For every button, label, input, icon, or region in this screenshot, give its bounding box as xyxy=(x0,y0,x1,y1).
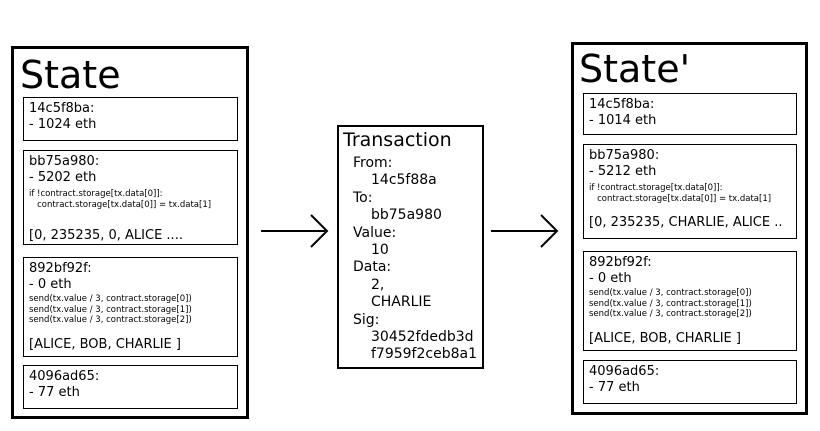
account-box: 14c5f8ba: - 1024 eth xyxy=(23,97,238,141)
transaction-field-label: Sig: xyxy=(353,311,380,328)
account-address: 4096ad65: xyxy=(589,364,660,379)
transaction-field-value: CHARLIE xyxy=(371,294,432,311)
contract-code-line: send(tx.value / 3, contract.storage[2]) xyxy=(589,309,752,319)
contract-account-box: bb75a980: - 5202 eth if !contract.storag… xyxy=(23,150,238,245)
account-address: bb75a980: xyxy=(589,148,660,163)
contract-storage: [ALICE, BOB, CHARLIE ] xyxy=(29,337,181,352)
state-title: State' xyxy=(579,47,691,91)
state-title: State xyxy=(20,53,121,97)
contract-code-line: send(tx.value / 3, contract.storage[1]) xyxy=(29,304,192,315)
transaction-field-value: 30452fdedb3d xyxy=(371,329,474,346)
transaction-field-value: 2, xyxy=(371,276,385,293)
contract-code-line: send(tx.value / 3, contract.storage[0]) xyxy=(29,294,192,304)
arrow-right-icon xyxy=(491,214,559,248)
account-balance: - 0 eth xyxy=(29,277,72,292)
account-balance: - 1014 eth xyxy=(589,113,657,128)
state-panel-after: State' 14c5f8ba: - 1014 eth bb75a980: - … xyxy=(571,42,808,415)
account-box: 4096ad65: - 77 eth xyxy=(583,360,797,404)
account-box: 4096ad65: - 77 eth xyxy=(23,365,238,409)
contract-account-box: 892bf92f: - 0 eth send(tx.value / 3, con… xyxy=(583,251,797,351)
account-address: 14c5f8ba: xyxy=(589,97,655,112)
contract-code-line: contract.storage[tx.data[0]] = tx.data[1… xyxy=(29,199,212,210)
contract-code-line: send(tx.value / 3, contract.storage[1]) xyxy=(589,298,752,309)
account-address: 14c5f8ba: xyxy=(29,101,95,116)
contract-code-line: contract.storage[tx.data[0]] = tx.data[1… xyxy=(589,193,772,204)
contract-code-line: if !contract.storage[tx.data[0]]: xyxy=(589,183,723,193)
contract-account-box: 892bf92f: - 0 eth send(tx.value / 3, con… xyxy=(23,257,238,357)
transaction-field-label: To: xyxy=(353,189,373,206)
transaction-field-label: Data: xyxy=(353,259,392,276)
account-balance: - 0 eth xyxy=(589,271,632,286)
transaction-title: Transaction xyxy=(343,129,452,151)
contract-storage: [0, 235235, 0, ALICE .... xyxy=(29,228,183,243)
account-address: 892bf92f: xyxy=(29,261,92,276)
contract-storage: [0, 235235, CHARLIE, ALICE .. xyxy=(589,215,783,230)
account-balance: - 1024 eth xyxy=(29,117,97,132)
account-balance: - 5212 eth xyxy=(589,164,657,179)
contract-account-box: bb75a980: - 5212 eth if !contract.storag… xyxy=(583,144,797,239)
account-balance: - 77 eth xyxy=(589,380,640,395)
account-balance: - 77 eth xyxy=(29,385,80,400)
account-box: 14c5f8ba: - 1014 eth xyxy=(583,93,797,135)
account-address: 892bf92f: xyxy=(589,255,652,270)
arrow-right-icon xyxy=(261,214,329,248)
contract-storage: [ALICE, BOB, CHARLIE ] xyxy=(589,331,741,346)
state-panel-before: State 14c5f8ba: - 1024 eth bb75a980: - 5… xyxy=(11,46,249,419)
contract-code-line: send(tx.value / 3, contract.storage[0]) xyxy=(589,288,752,298)
contract-code-line: if !contract.storage[tx.data[0]]: xyxy=(29,189,163,199)
contract-code-line: send(tx.value / 3, contract.storage[2]) xyxy=(29,315,192,325)
account-balance: - 5202 eth xyxy=(29,170,97,185)
transaction-field-value: bb75a980 xyxy=(371,207,442,224)
transaction-field-label: Value: xyxy=(353,224,397,241)
transaction-field-label: From: xyxy=(353,155,393,171)
account-address: 4096ad65: xyxy=(29,369,100,384)
account-address: bb75a980: xyxy=(29,154,100,169)
transaction-field-value: f7959f2ceb8a1 xyxy=(371,346,477,363)
transaction-field-value: 14c5f88a xyxy=(371,172,437,189)
transaction-field-value: 10 xyxy=(371,242,389,259)
